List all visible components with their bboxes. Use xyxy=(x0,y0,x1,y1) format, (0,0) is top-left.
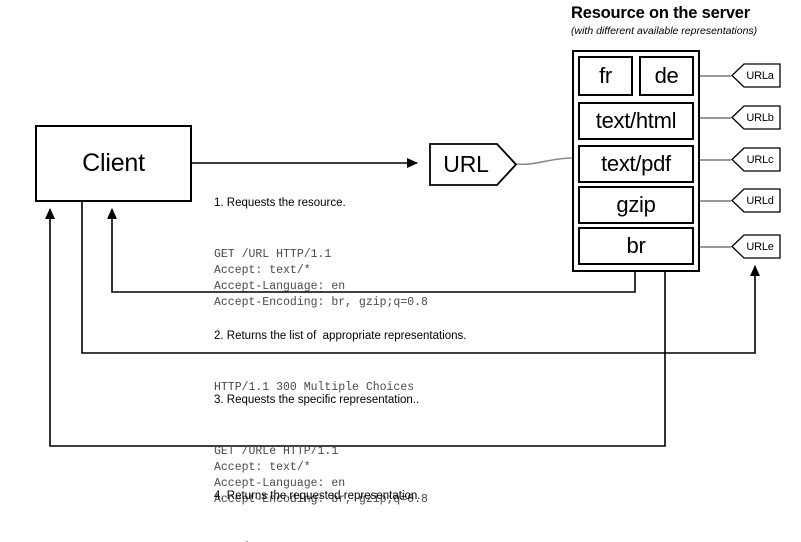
url-node[interactable]: URL xyxy=(429,143,518,186)
message-step-3: 3. Requests the specific representation.… xyxy=(214,358,428,542)
url-tag-urla-label: URLa xyxy=(746,69,774,82)
representation-de[interactable]: de xyxy=(639,56,694,96)
representation-text-html[interactable]: text/html xyxy=(578,102,694,140)
server-subtitle: (with different available representation… xyxy=(571,25,758,37)
representation-text-pdf[interactable]: text/pdf xyxy=(578,145,694,183)
representation-br[interactable]: br xyxy=(578,227,694,265)
url-tag-urle-label: URLe xyxy=(746,240,774,253)
pentagon-shape-urle xyxy=(731,234,781,259)
message-step-1: 1. Requests the resource. GET /URL HTTP/… xyxy=(214,161,428,347)
url-tag-urla[interactable]: URLa xyxy=(731,63,781,88)
url-tag-urlb-label: URLb xyxy=(746,111,774,124)
representation-text-pdf-label: text/pdf xyxy=(601,151,671,176)
message-step-4-title: 4. Returns the requested representation. xyxy=(214,490,421,502)
representation-fr-label: fr xyxy=(599,63,612,88)
url-tag-urld-label: URLd xyxy=(746,194,774,207)
message-step-2-code: HTTP/1.1 300 Multiple Choices xyxy=(214,381,415,394)
message-step-1-title: 1. Requests the resource. xyxy=(214,197,346,209)
url-tag-urld[interactable]: URLd xyxy=(731,188,781,213)
message-step-1-code: GET /URL HTTP/1.1 Accept: text/* Accept-… xyxy=(214,248,428,309)
pentagon-shape-urlb xyxy=(731,105,781,130)
message-step-2: 2. Returns the list of appropriate repre… xyxy=(214,294,467,432)
representation-gzip-label: gzip xyxy=(616,192,656,217)
representation-text-html-label: text/html xyxy=(595,108,677,133)
message-step-3-title: 3. Requests the specific representation.… xyxy=(214,394,420,406)
pentagon-shape-url xyxy=(429,143,518,186)
wire-request-3 xyxy=(81,202,760,354)
pentagon-shape-urlc xyxy=(731,147,781,172)
representation-gzip[interactable]: gzip xyxy=(578,186,694,224)
message-step-3-code: GET /URLe HTTP/1.1 Accept: text/* Accept… xyxy=(214,445,428,506)
url-node-label: URL xyxy=(443,151,489,177)
representation-de-label: de xyxy=(654,63,679,88)
wire-response-4 xyxy=(45,208,666,447)
client-box[interactable]: Client xyxy=(35,125,192,202)
url-tag-urle[interactable]: URLe xyxy=(731,234,781,259)
pentagon-shape-urla xyxy=(731,63,781,88)
server-title: Resource on the server xyxy=(571,4,751,22)
wire-url-to-server xyxy=(516,157,573,166)
url-tag-urlb[interactable]: URLb xyxy=(731,105,781,130)
representation-fr[interactable]: fr xyxy=(578,56,633,96)
representation-br-label: br xyxy=(626,233,646,258)
url-tag-urlc[interactable]: URLc xyxy=(731,147,781,172)
message-step-4: 4. Returns the requested representation.… xyxy=(214,454,421,542)
client-label: Client xyxy=(82,149,145,177)
message-step-2-title: 2. Returns the list of appropriate repre… xyxy=(214,330,467,342)
wire-response-2 xyxy=(107,208,636,293)
url-tag-urlc-label: URLc xyxy=(746,153,774,166)
pentagon-shape-urld xyxy=(731,188,781,213)
